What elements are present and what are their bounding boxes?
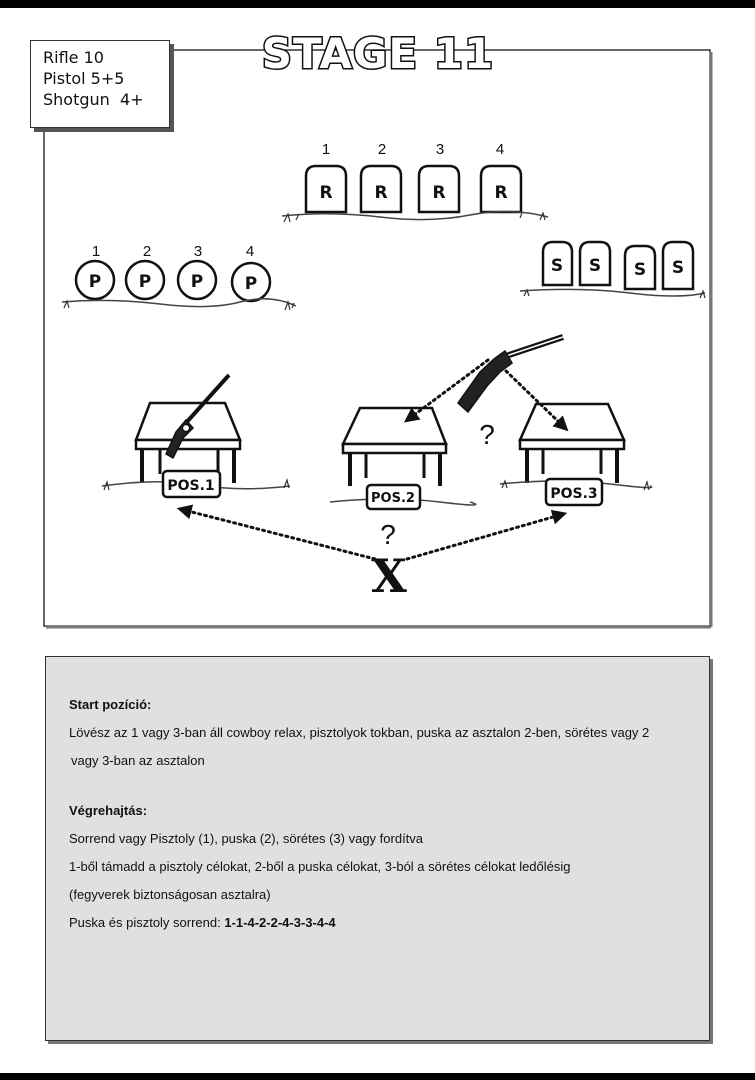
pistol-target-2: P — [124, 259, 166, 301]
movement-arrows — [176, 358, 569, 561]
rifle-ground — [281, 210, 549, 221]
shotgun-target-4: S — [661, 240, 695, 291]
exec-line-2: 1-ből támadd a pisztoly célokat, 2-ből a… — [69, 859, 571, 874]
svg-text:P: P — [89, 272, 101, 292]
exec-heading: Végrehajtás: — [69, 803, 148, 818]
shotgun-target-1: S — [541, 240, 574, 287]
exec-line-3: (fegyverek biztonságosan asztalra) — [69, 887, 271, 902]
start-position-mark: X — [371, 549, 407, 603]
pistol-number-3: 3 — [194, 243, 202, 260]
shotgun-targets: S S S S — [519, 240, 706, 299]
pos-2-label: POS.2 — [365, 483, 422, 511]
svg-text:S: S — [634, 260, 646, 280]
svg-text:POS.1: POS.1 — [167, 478, 214, 494]
rifle-number-3: 3 — [436, 141, 444, 158]
rifle-on-table-icon — [165, 373, 231, 460]
rifle-number-2: 2 — [378, 141, 386, 158]
pistol-target-3: P — [176, 259, 218, 301]
svg-text:R: R — [319, 183, 332, 203]
stage-page: STAGE 11 1 2 3 4 R R R R — [0, 8, 755, 1073]
pistol-number-1: 1 — [92, 243, 100, 260]
svg-text:S: S — [589, 256, 601, 276]
svg-text:P: P — [191, 272, 203, 292]
pistol-target-4: P — [230, 261, 272, 303]
stage-diagram: STAGE 11 1 2 3 4 R R R R — [43, 28, 713, 629]
pistol-number-4: 4 — [246, 243, 254, 260]
arrow-shotgun-to-table3 — [504, 369, 569, 432]
shotgun-target-2: S — [578, 240, 612, 287]
svg-text:R: R — [494, 183, 507, 203]
start-heading: Start pozíció: — [69, 697, 152, 712]
rifle-target-4: R — [479, 164, 523, 214]
arrow-shotgun-to-table2 — [403, 358, 490, 423]
pistol-ground — [61, 298, 297, 308]
svg-text:P: P — [139, 272, 151, 292]
table-3 — [499, 402, 653, 491]
start-line-1: Lövész az 1 vagy 3-ban áll cowboy relax,… — [69, 725, 650, 740]
diagram-frame — [43, 49, 711, 627]
arrow-start-to-pos3 — [405, 509, 568, 561]
rifle-ammo: Rifle 10 — [43, 48, 104, 67]
svg-text:POS.2: POS.2 — [371, 491, 415, 506]
rifle-target-2: R — [359, 164, 403, 214]
rifle-target-1: R — [304, 164, 348, 214]
svg-text:S: S — [551, 256, 563, 276]
question-mark-shotgun: ? — [479, 419, 495, 450]
shotgun-icon — [457, 334, 564, 414]
pistol-target-1: P — [74, 259, 116, 301]
shotgun-ammo: Shotgun 4+ — [43, 90, 144, 109]
svg-text:POS.3: POS.3 — [550, 486, 597, 502]
pistol-targets: P P P P — [61, 259, 297, 311]
arrow-start-to-pos1 — [176, 504, 377, 561]
pistol-ammo: Pistol 5+5 — [43, 69, 125, 88]
pistol-number-2: 2 — [143, 243, 151, 260]
exec-line-1: Sorrend vagy Pisztoly (1), puska (2), sö… — [69, 831, 424, 846]
ammo-info-box: Rifle 10 Pistol 5+5 Shotgun 4+ — [30, 40, 170, 128]
rifle-number-4: 4 — [496, 141, 504, 158]
rifle-target-numbers: 1 2 3 4 — [322, 141, 504, 158]
instructions-box: Start pozíció: Lövész az 1 vagy 3-ban ál… — [45, 656, 710, 1041]
start-line-2: vagy 3-ban az asztalon — [71, 753, 205, 768]
svg-text:R: R — [432, 183, 445, 203]
position-labels: POS.1 POS.2 POS.3 — [161, 469, 604, 511]
shotgun-target-3: S — [623, 244, 657, 291]
shotgun-ground — [519, 288, 706, 297]
order-sequence: 1-1-4-2-2-4-3-3-4-4 — [224, 915, 336, 930]
rifle-number-1: 1 — [322, 141, 330, 158]
exec-line-4: Puska és pisztoly sorrend: 1-1-4-2-2-4-3… — [69, 909, 685, 937]
stage-title: STAGE 11 — [262, 29, 494, 78]
order-label: Puska és pisztoly sorrend: — [69, 915, 225, 930]
svg-text:R: R — [374, 183, 387, 203]
rifle-target-3: R — [417, 164, 461, 214]
pistol-target-numbers: 1 2 3 4 — [92, 243, 254, 260]
question-mark-start: ? — [380, 519, 396, 550]
svg-text:S: S — [672, 258, 684, 278]
rifle-targets: R R R R — [281, 164, 549, 223]
pos-3-label: POS.3 — [544, 477, 604, 507]
svg-text:P: P — [245, 274, 257, 294]
pos-1-label: POS.1 — [161, 469, 222, 499]
